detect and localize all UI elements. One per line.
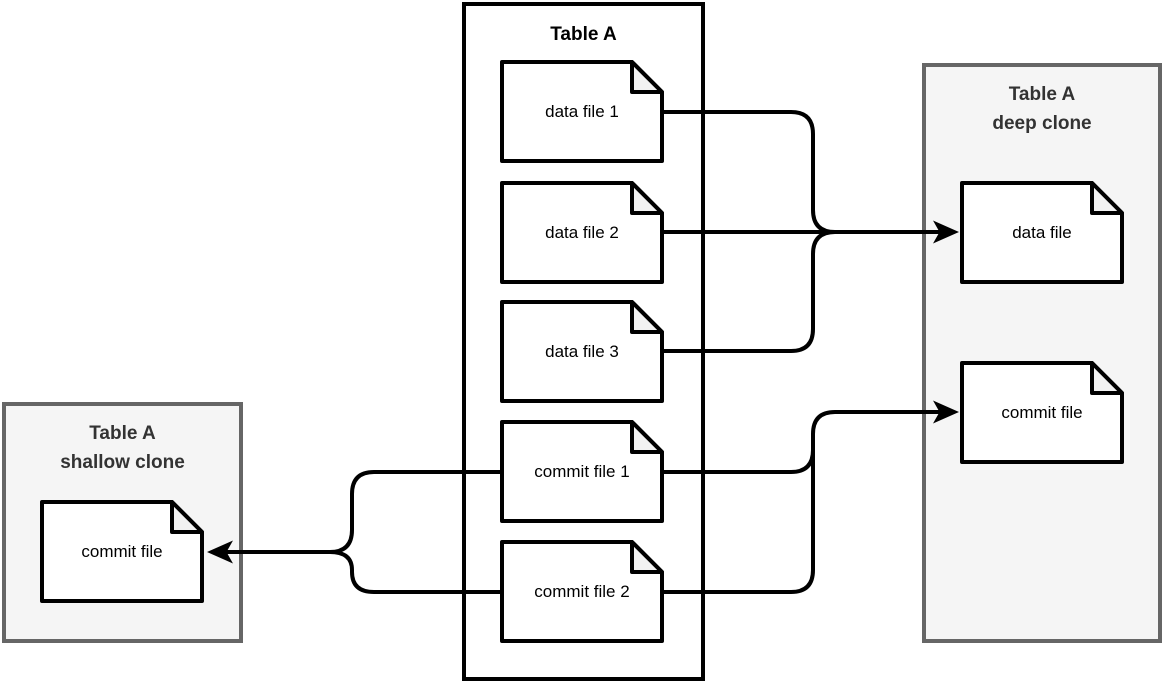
document-icon (500, 420, 664, 523)
node-deep-clone-commit-file: commit file (960, 361, 1124, 464)
edge-commit-file-2-to-deep-commit (664, 410, 941, 594)
document-icon (960, 361, 1124, 464)
deep-clone-group: Table A deep clone (922, 63, 1162, 643)
node-label: commit file 2 (534, 581, 630, 601)
node-shallow-clone-commit-file: commit file (40, 500, 204, 603)
document-icon (500, 60, 664, 163)
node-label: data file 1 (545, 101, 619, 121)
node-label: data file (1012, 222, 1072, 242)
node-commit-file-1: commit file 1 (500, 420, 664, 523)
document-icon (500, 540, 664, 643)
node-data-file-2: data file 2 (500, 181, 664, 284)
node-commit-file-2: commit file 2 (500, 540, 664, 643)
document-icon (500, 181, 664, 284)
document-icon (40, 500, 204, 603)
node-label: data file 3 (545, 341, 619, 361)
shallow-clone-title: Table A shallow clone (60, 423, 185, 473)
node-label: commit file (81, 541, 163, 561)
document-icon (500, 300, 664, 403)
deep-clone-title: Table A deep clone (992, 84, 1092, 134)
document-icon (960, 181, 1124, 284)
table-a-title: Table A (550, 24, 617, 45)
node-label: commit file 1 (534, 461, 630, 481)
node-data-file-3: data file 3 (500, 300, 664, 403)
node-label: commit file (1001, 402, 1083, 422)
node-deep-clone-data-file: data file (960, 181, 1124, 284)
node-data-file-1: data file 1 (500, 60, 664, 163)
node-label: data file 2 (545, 222, 619, 242)
